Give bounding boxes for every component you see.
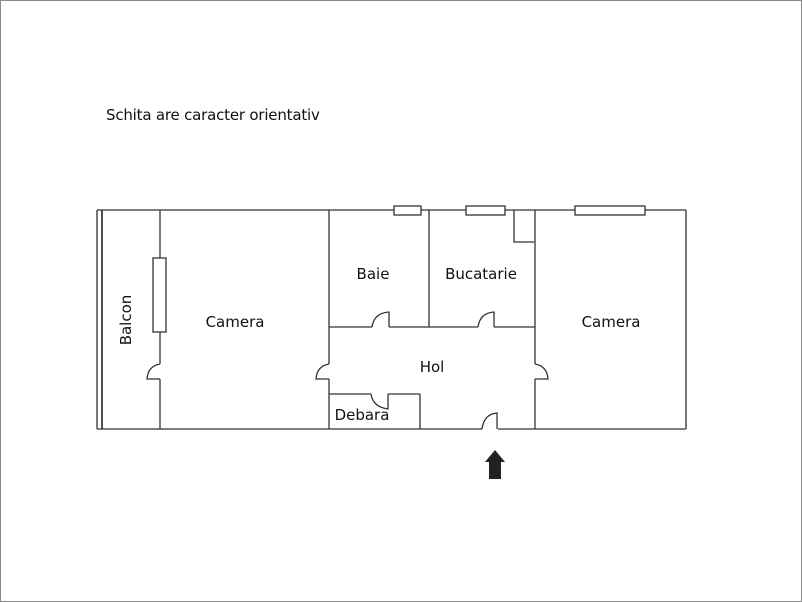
entrance-arrow-icon bbox=[485, 450, 505, 479]
label-bathroom: Baie bbox=[357, 265, 390, 283]
label-storage: Debara bbox=[335, 406, 390, 424]
label-balcony: Balcon bbox=[117, 295, 135, 346]
disclaimer-note: Schita are caracter orientativ bbox=[106, 106, 320, 124]
label-hallway: Hol bbox=[420, 358, 445, 376]
label-kitchen: Bucatarie bbox=[445, 265, 517, 283]
label-room-right: Camera bbox=[582, 313, 641, 331]
label-room-left: Camera bbox=[206, 313, 265, 331]
